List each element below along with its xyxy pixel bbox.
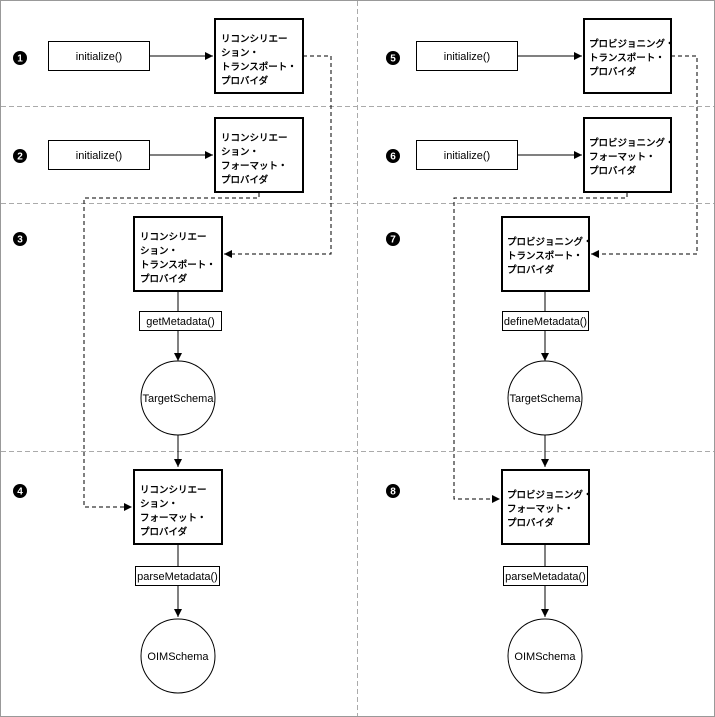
provider-line: トランスポート・: [507, 250, 583, 262]
initialize-box-5: initialize(): [416, 41, 518, 71]
get-metadata-label: getMetadata(): [146, 316, 214, 328]
initialize-label: initialize(): [76, 150, 122, 162]
provider-line: プロビジョニング・: [589, 137, 675, 149]
provider-line: プロバイダ: [221, 75, 269, 87]
provider-line: リコンシリエー: [221, 34, 288, 45]
provider-line: ション・: [221, 48, 259, 59]
step-badge-7: 7: [386, 232, 400, 246]
dashed-route-transport: [224, 55, 332, 258]
step-badge-1: 1: [13, 51, 27, 65]
provider-line: トランスポート・: [221, 61, 297, 73]
parse-metadata-label: parseMetadata(): [505, 571, 586, 583]
provider-line: フォーマット・: [140, 513, 207, 524]
define-metadata-box: defineMetadata(): [502, 311, 589, 331]
initialize-label: initialize(): [444, 51, 490, 63]
provider-line: トランスポート・: [140, 259, 216, 271]
provider-line: フォーマット・: [221, 161, 288, 172]
oim-schema-label: OIMSchema: [147, 651, 209, 663]
define-metadata-label: defineMetadata(): [504, 316, 587, 328]
step-number: 2: [17, 152, 23, 163]
prov-transport-provider-box-1: プロビジョニング・ トランスポート・ プロバイダ: [583, 18, 675, 94]
prov-transport-provider-box-2: プロビジョニング・ トランスポート・ プロバイダ: [501, 216, 593, 292]
provider-line: プロビジョニング・: [507, 236, 593, 248]
step-number: 4: [17, 487, 23, 498]
initialize-box-6: initialize(): [416, 140, 518, 170]
recon-transport-provider-box-2: リコンシリエー ション・ トランスポート・ プロバイダ: [133, 216, 223, 292]
provider-line: プロバイダ: [589, 66, 637, 78]
provider-line: トランスポート・: [589, 52, 665, 64]
step-number: 3: [17, 235, 23, 246]
provider-line: プロバイダ: [507, 264, 555, 276]
get-metadata-box: getMetadata(): [139, 311, 222, 331]
parse-metadata-box-1: parseMetadata(): [135, 566, 220, 586]
parse-metadata-label: parseMetadata(): [137, 571, 218, 583]
prov-format-provider-box-1: プロビジョニング・ フォーマット・ プロバイダ: [583, 117, 675, 193]
provider-line: プロビジョニング・: [589, 38, 675, 50]
provider-line: プロバイダ: [221, 174, 269, 186]
provider-line: ション・: [221, 147, 259, 158]
initialize-label: initialize(): [76, 51, 122, 63]
provider-line: プロバイダ: [589, 165, 637, 177]
target-schema-circle-2: TargetSchema: [507, 360, 583, 436]
step-number: 1: [17, 54, 23, 65]
oim-schema-circle-1: OIMSchema: [140, 618, 216, 694]
step-number: 7: [390, 235, 396, 246]
provider-line: プロビジョニング・: [507, 489, 593, 501]
parse-metadata-box-2: parseMetadata(): [503, 566, 588, 586]
provider-line: リコンシリエー: [221, 133, 288, 144]
step-number: 8: [390, 487, 396, 498]
step-number: 6: [390, 152, 396, 163]
target-schema-label: TargetSchema: [143, 393, 215, 405]
recon-format-provider-box-2: リコンシリエー ション・ フォーマット・ プロバイダ: [133, 469, 223, 545]
target-schema-label: TargetSchema: [510, 393, 582, 405]
provider-line: リコンシリエー: [140, 232, 207, 243]
provider-line: プロバイダ: [507, 517, 555, 529]
provider-line: フォーマット・: [507, 504, 574, 515]
step-number: 5: [390, 54, 396, 65]
provider-line: リコンシリエー: [140, 485, 207, 496]
recon-format-provider-box-1: リコンシリエー ション・ フォーマット・ プロバイダ: [214, 117, 304, 193]
initialize-box-2: initialize(): [48, 140, 150, 170]
provider-line: フォーマット・: [589, 152, 656, 163]
dashed-route-format: [83, 193, 260, 511]
step-badge-3: 3: [13, 232, 27, 246]
step-badge-5: 5: [386, 51, 400, 65]
provider-line: ション・: [140, 499, 178, 510]
dashed-route-prov-format: [453, 193, 628, 503]
provider-line: プロバイダ: [140, 273, 188, 285]
step-badge-4: 4: [13, 484, 27, 498]
step-badge-2: 2: [13, 149, 27, 163]
provider-line: プロバイダ: [140, 526, 188, 538]
initialize-box-1: initialize(): [48, 41, 150, 71]
dashed-route-prov-transport: [591, 55, 698, 258]
step-badge-6: 6: [386, 149, 400, 163]
prov-format-provider-box-2: プロビジョニング・ フォーマット・ プロバイダ: [501, 469, 593, 545]
initialize-label: initialize(): [444, 150, 490, 162]
target-schema-circle-1: TargetSchema: [140, 360, 216, 436]
recon-transport-provider-box-1: リコンシリエー ション・ トランスポート・ プロバイダ: [214, 18, 304, 94]
step-badge-8: 8: [386, 484, 400, 498]
oim-schema-circle-2: OIMSchema: [507, 618, 583, 694]
oim-schema-label: OIMSchema: [514, 651, 576, 663]
provider-line: ション・: [140, 246, 178, 257]
